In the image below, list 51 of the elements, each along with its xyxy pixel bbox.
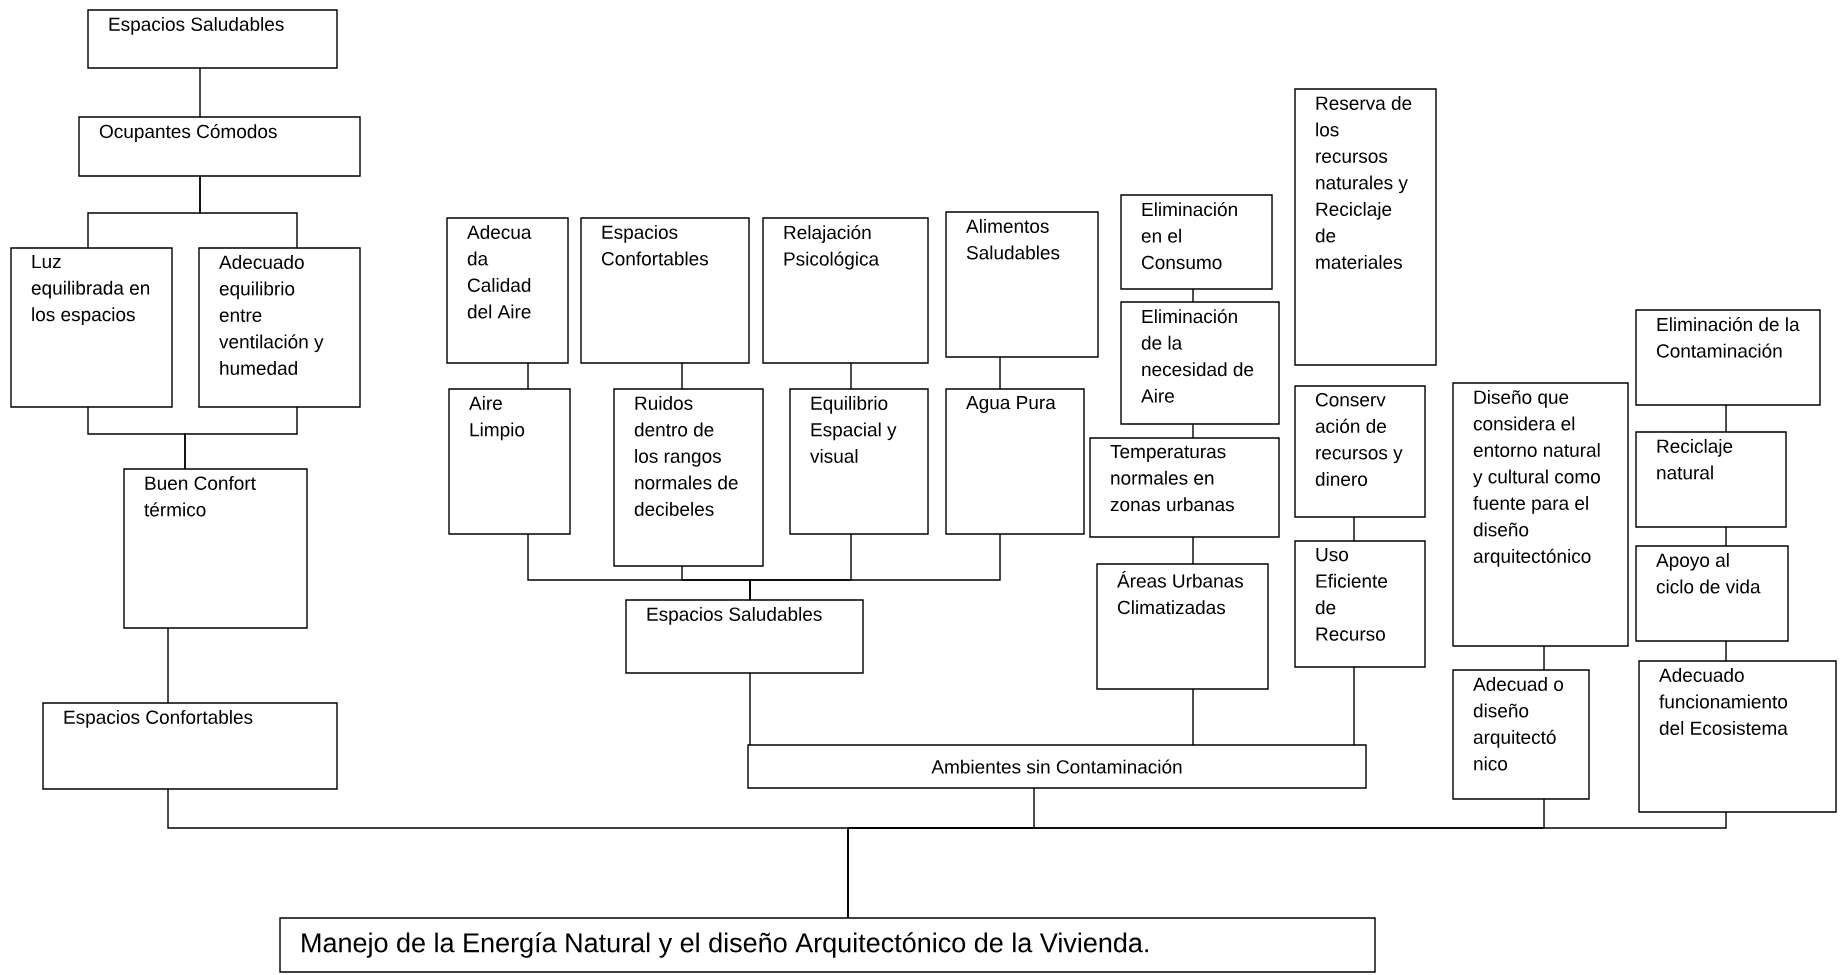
concept-box: Eliminación en el Consumo	[1120, 194, 1273, 290]
connector-line	[1725, 526, 1727, 547]
concept-box: Diseño que considera el entorno natural y cultural como fuente para el diseño arquitectónico	[1452, 382, 1629, 647]
connector-line	[1192, 536, 1194, 565]
connector-line	[999, 356, 1001, 390]
connector-line	[527, 362, 529, 390]
concept-box: Aire Limpio	[448, 388, 571, 535]
connector-line	[681, 362, 683, 390]
concept-box: Eliminación de la Contaminación	[1635, 309, 1821, 406]
concept-box: Buen Confort térmico	[123, 468, 308, 629]
connector-line	[1192, 288, 1194, 303]
connector-line	[199, 175, 298, 249]
concept-box: Espacios Confortables	[42, 702, 338, 790]
concept-box: Uso Eficiente de Recurso	[1294, 540, 1426, 668]
connector-line	[184, 406, 298, 470]
concept-box: Conserv ación de recursos y dinero	[1294, 385, 1426, 518]
connector-line	[850, 362, 852, 390]
connector-line	[1353, 666, 1355, 746]
concept-box: Equilibrio Espacial y visual	[789, 388, 929, 535]
concept-box: Relajación Psicológica	[762, 217, 929, 364]
connector-line	[1192, 688, 1194, 746]
connector-line	[847, 811, 1727, 919]
connector-line	[749, 533, 1001, 601]
concept-box: Temperaturas normales en zonas urbanas	[1089, 437, 1280, 538]
concept-box: Espacios Saludables	[625, 599, 864, 674]
concept-box: Ambientes sin Contaminación	[747, 744, 1367, 789]
connector-line	[1353, 516, 1355, 542]
concept-box: Apoyo al ciclo de vida	[1635, 545, 1789, 642]
title-box: Manejo de la Energía Natural y el diseño Arquitectónico de la Vivienda.	[279, 917, 1376, 973]
connector-line	[1725, 640, 1727, 662]
connector-line	[749, 672, 751, 746]
concept-box: Espacios Confortables	[580, 217, 750, 364]
concept-box: Ruidos dentro de los rangos normales de decibeles	[613, 388, 764, 567]
concept-box: Adecuado funcionamiento del Ecosistema	[1638, 660, 1837, 813]
concept-box: Eliminación de la necesidad de Aire	[1120, 301, 1280, 425]
connector-line	[1543, 645, 1545, 671]
concept-box: Adecuado equilibrio entre ventilación y humedad	[198, 247, 361, 408]
connector-line	[1725, 404, 1727, 433]
concept-box: Alimentos Saludables	[945, 211, 1099, 358]
concept-box: Reciclaje natural	[1635, 431, 1787, 528]
concept-box: Ocupantes Cómodos	[78, 116, 361, 177]
concept-box: Adecua da Calidad del Aire	[446, 217, 569, 364]
concept-box: Reserva de los recursos naturales y Reciclaje de materiales	[1294, 88, 1437, 366]
concept-box: Áreas Urbanas Climatizadas	[1096, 563, 1269, 690]
concept-box: Agua Pura	[945, 388, 1085, 535]
connector-line	[1192, 423, 1194, 439]
connector-line	[167, 627, 169, 704]
concept-box: Espacios Saludables	[87, 9, 338, 69]
concept-box: Adecuad o diseño arquitectó nico	[1452, 669, 1590, 800]
connector-line	[199, 67, 201, 118]
concept-box: Luz equilibrada en los espacios	[10, 247, 173, 408]
